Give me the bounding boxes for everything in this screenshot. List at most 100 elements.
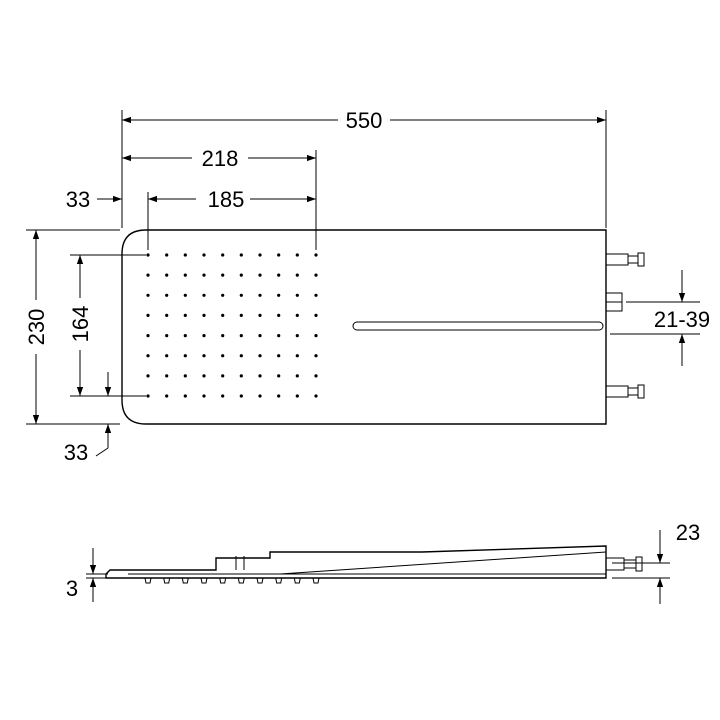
- nozzle-dot: [146, 293, 150, 297]
- nozzle-dot: [221, 394, 225, 398]
- nozzle-dot: [314, 374, 318, 378]
- nozzle-dot: [239, 273, 243, 277]
- slot-outlet: [352, 321, 604, 331]
- dimension-spray-length: 218: [122, 146, 317, 250]
- nozzle-dot: [146, 354, 150, 358]
- nozzle-dot: [258, 293, 262, 297]
- nozzle-dot: [183, 394, 187, 398]
- nozzle-dot: [239, 394, 243, 398]
- nozzle-dot: [239, 253, 243, 257]
- nozzle-dot: [146, 374, 150, 378]
- nozzle-dot: [314, 293, 318, 297]
- nozzle-dot: [221, 374, 225, 378]
- dimension-218-label: 218: [202, 146, 239, 171]
- nozzle-dot: [165, 273, 169, 277]
- side-profile: [105, 545, 607, 579]
- nozzle-dot: [258, 354, 262, 358]
- nozzle-dot: [165, 354, 169, 358]
- nozzle-dot: [221, 253, 225, 257]
- nozzle-dot: [183, 253, 187, 257]
- dimension-550-label: 550: [346, 108, 383, 133]
- nozzle-dot: [202, 354, 206, 358]
- nozzle-dot: [277, 394, 281, 398]
- connector-bottom: [605, 384, 645, 399]
- side-nozzle: [219, 577, 227, 584]
- nozzle-dot: [239, 293, 243, 297]
- nozzle-dot: [146, 253, 150, 257]
- nozzle-dot: [277, 354, 281, 358]
- side-nozzle: [181, 577, 189, 584]
- dimension-total-width: 230: [24, 229, 120, 425]
- plate-outline: [121, 229, 607, 425]
- nozzle-grid: [146, 253, 318, 398]
- nozzle-dot: [202, 334, 206, 338]
- nozzle-dot: [221, 354, 225, 358]
- nozzle-dot: [239, 354, 243, 358]
- nozzle-dot: [165, 293, 169, 297]
- nozzle-dot: [314, 253, 318, 257]
- nozzle-dot: [146, 273, 150, 277]
- side-nozzle: [200, 577, 208, 584]
- nozzle-dot: [295, 394, 299, 398]
- nozzle-dot: [277, 253, 281, 257]
- nozzle-dot: [183, 334, 187, 338]
- side-nozzle: [163, 577, 171, 584]
- dimension-connection-range: 21-39: [610, 270, 710, 366]
- nozzle-dot: [295, 273, 299, 277]
- nozzle-dot: [295, 374, 299, 378]
- nozzle-dot: [183, 354, 187, 358]
- side-nozzle: [293, 577, 301, 584]
- nozzle-dot: [295, 253, 299, 257]
- nozzle-dot: [295, 334, 299, 338]
- nozzle-dot: [295, 293, 299, 297]
- side-connector: [605, 556, 643, 572]
- nozzle-dot: [202, 293, 206, 297]
- nozzle-dot: [258, 334, 262, 338]
- dimension-nozzle-width: 164: [68, 254, 146, 397]
- nozzle-dot: [202, 273, 206, 277]
- dimension-bottom-offset: 33: [64, 372, 112, 465]
- nozzle-dot: [314, 394, 318, 398]
- nozzle-dot: [239, 374, 243, 378]
- side-nozzle: [312, 577, 320, 584]
- side-nozzle: [144, 577, 152, 584]
- nozzle-dot: [258, 374, 262, 378]
- nozzle-dot: [202, 394, 206, 398]
- nozzle-dot: [258, 394, 262, 398]
- dimension-23-label: 23: [676, 520, 700, 545]
- nozzle-dot: [165, 394, 169, 398]
- nozzle-dot: [146, 313, 150, 317]
- side-nozzles: [144, 577, 320, 584]
- dimension-185-label: 185: [208, 187, 245, 212]
- top-view: 550 218 185 33 230: [24, 108, 710, 465]
- dimension-164-label: 164: [68, 306, 93, 343]
- connector-top: [605, 252, 645, 267]
- nozzle-dot: [277, 374, 281, 378]
- nozzle-dot: [183, 273, 187, 277]
- nozzle-dot: [165, 334, 169, 338]
- nozzle-dot: [277, 334, 281, 338]
- nozzle-dot: [183, 374, 187, 378]
- nozzle-dot: [295, 313, 299, 317]
- dimension-body-height: 23: [612, 520, 700, 604]
- nozzle-dot: [221, 293, 225, 297]
- side-view: 23 3: [66, 520, 700, 604]
- nozzle-dot: [239, 334, 243, 338]
- side-nozzle: [237, 577, 245, 584]
- nozzle-dot: [165, 313, 169, 317]
- dimension-nozzle-length: 185 33: [66, 187, 316, 250]
- nozzle-dot: [258, 313, 262, 317]
- dimension-3-label: 3: [66, 576, 78, 601]
- nozzle-dot: [295, 354, 299, 358]
- nozzle-dot: [314, 334, 318, 338]
- dimension-33-left-label: 33: [66, 187, 90, 212]
- dimension-total-length: 550: [121, 108, 607, 228]
- dimension-21-39-label: 21-39: [654, 307, 710, 332]
- nozzle-dot: [146, 394, 150, 398]
- side-nozzle: [275, 577, 283, 584]
- nozzle-dot: [314, 354, 318, 358]
- nozzle-dot: [221, 334, 225, 338]
- nozzle-dot: [258, 253, 262, 257]
- nozzle-dot: [221, 313, 225, 317]
